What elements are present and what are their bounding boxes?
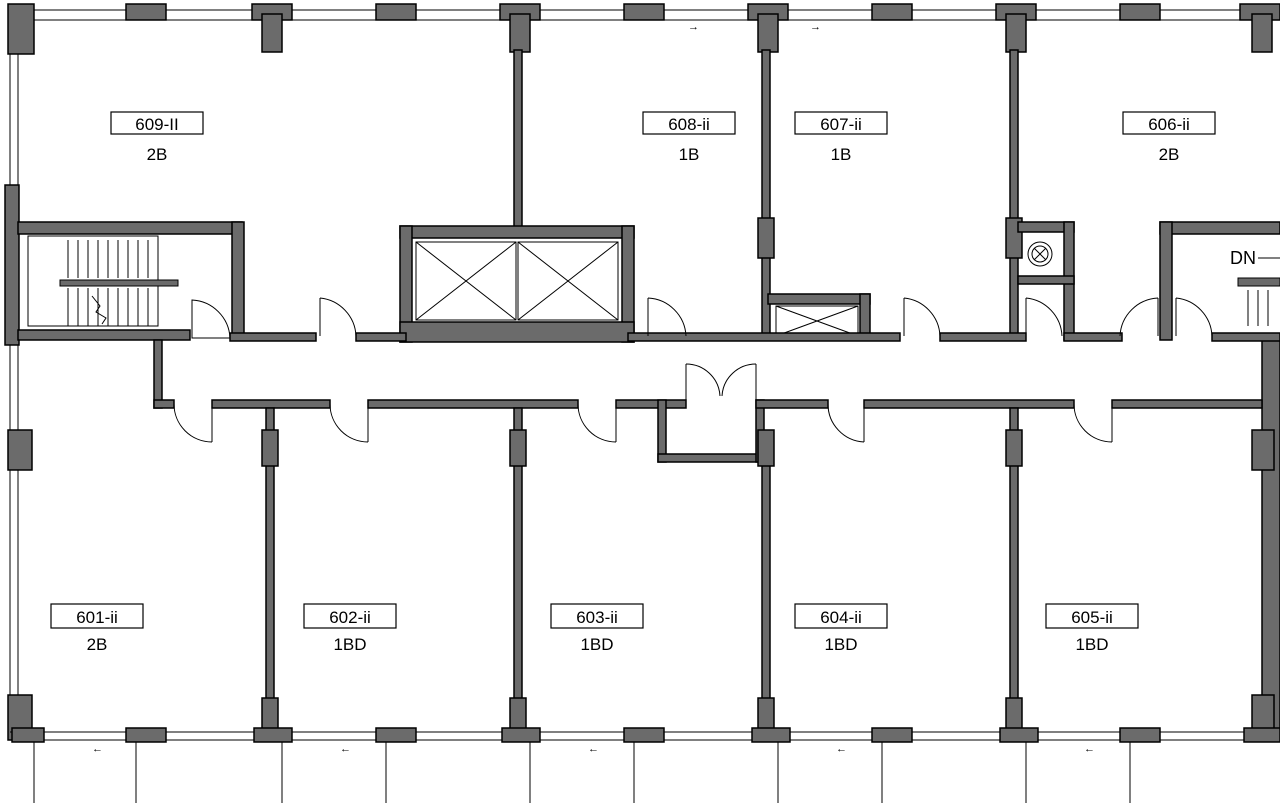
lower-partition-walls [261,407,1023,739]
elevator-core [399,225,635,343]
unit-label-608: 608-ii 1B [642,111,736,164]
exterior-wall-left [4,3,35,741]
unit-label-606: 606-ii 2B [1122,111,1216,164]
svg-text:1BD: 1BD [1075,635,1108,654]
svg-text:←: ← [836,743,847,755]
stair-core-right [1159,221,1280,341]
unit-label-609: 609-II 2B [110,111,204,164]
svg-text:603-ii: 603-ii [576,608,618,627]
svg-text:←: ← [340,743,351,755]
svg-text:2B: 2B [147,145,168,164]
svg-text:608-ii: 608-ii [668,115,710,134]
arrow-icon: → [688,21,699,33]
svg-text:601-ii: 601-ii [76,608,118,627]
svg-text:602-ii: 602-ii [329,608,371,627]
stair-treads-left [67,240,149,326]
svg-text:1BD: 1BD [824,635,857,654]
svg-text:1B: 1B [831,145,852,164]
unit-label-603: 603-ii 1BD [550,603,644,654]
lower-doors [173,403,1113,443]
unit-label-601: 601-ii 2B [50,603,144,654]
unit-label-602: 602-ii 1BD [303,603,397,654]
stair-down-label: DN [1230,248,1256,268]
exterior-wall-right [1251,334,1280,741]
top-pilasters [125,3,1280,53]
unit-label-605: 605-ii 1BD [1045,603,1139,654]
stair-core-left [17,221,245,341]
balcony-arrows: ← ← ← ← ← [92,743,1095,755]
svg-text:1B: 1B [679,145,700,164]
svg-text:605-ii: 605-ii [1071,608,1113,627]
double-door [685,363,757,402]
corridor-wall-lower [153,339,1263,463]
svg-text:607-ii: 607-ii [820,115,862,134]
svg-text:604-ii: 604-ii [820,608,862,627]
svg-text:1BD: 1BD [580,635,613,654]
unit-label-607: 607-ii 1B [794,111,888,164]
balconies [33,742,1131,803]
arrow-icon: → [810,21,821,33]
svg-text:2B: 2B [87,635,108,654]
svg-text:1BD: 1BD [333,635,366,654]
exterior-wall-bottom [10,727,1280,743]
upper-doors [319,297,1213,337]
svg-text:←: ← [92,743,103,755]
stair-door-left [191,299,231,339]
svg-text:609-II: 609-II [135,115,178,134]
svg-text:606-ii: 606-ii [1148,115,1190,134]
svg-text:←: ← [588,743,599,755]
corridor-wall-upper [229,332,1280,342]
unit-label-604: 604-ii 1BD [794,603,888,654]
svg-text:←: ← [1084,743,1095,755]
svg-text:2B: 2B [1159,145,1180,164]
